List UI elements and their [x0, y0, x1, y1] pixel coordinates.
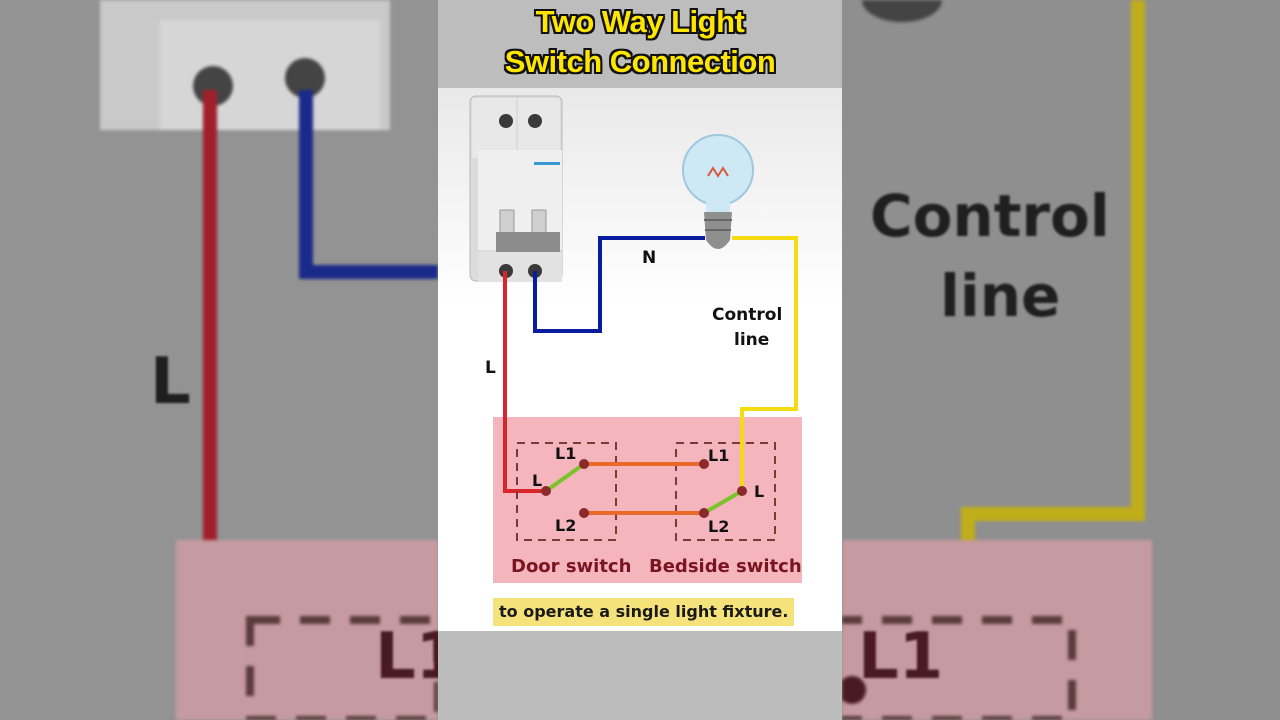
title-bar: Two Way Light Switch Connection [438, 0, 842, 88]
bedside-switch-l2-label: L2 [708, 517, 730, 536]
bottom-bar [438, 631, 842, 720]
door-switch-contact-l1 [579, 459, 589, 469]
video-panel: Two Way Light Switch Connection [438, 0, 842, 720]
light-bulb-icon [682, 134, 754, 249]
background-control-label-2: line [940, 262, 1061, 330]
background-l1-left: L1 [375, 620, 438, 694]
neutral-wire [533, 236, 705, 333]
door-switch-contact-l2 [579, 508, 589, 518]
bedside-switch-l1-label: L1 [708, 446, 730, 465]
control-line-label-1: Control [712, 305, 783, 325]
background-right-graphic [842, 0, 1152, 720]
switch-box [493, 417, 802, 583]
background-left-zoom: L L1 [0, 0, 438, 720]
bedside-switch-contact-l1 [699, 459, 709, 469]
background-left-graphic [100, 0, 438, 720]
door-switch-lever [544, 462, 586, 493]
door-switch-l-label: L [532, 471, 543, 490]
door-switch-outline [516, 442, 617, 541]
bedside-switch-contact-l2 [699, 508, 709, 518]
bedside-switch-outline [675, 442, 776, 541]
background-control-label-1: Control [870, 182, 1110, 250]
door-switch-label: Door switch [511, 556, 632, 577]
door-switch-l1-label: L1 [555, 444, 577, 463]
circuit-breaker-icon [469, 95, 563, 282]
subtitle-caption: to operate a single light fixture. [493, 598, 795, 626]
title-line-1: Two Way Light [535, 4, 745, 39]
door-switch-l2-label: L2 [555, 516, 577, 535]
wiring-diagram-graphic [469, 95, 802, 583]
background-l1-right: L1 [858, 620, 944, 694]
neutral-label: N [642, 248, 657, 268]
background-right-zoom: Control line L1 [842, 0, 1280, 720]
background-live-label: L [150, 345, 191, 419]
control-wire [732, 236, 798, 488]
title-line-2: Switch Connection [504, 44, 776, 79]
live-wire [503, 271, 546, 493]
bedside-switch-label: Bedside switch [649, 556, 802, 577]
live-label: L [485, 358, 496, 378]
bedside-switch-lever [702, 489, 744, 515]
door-switch-contact-l [541, 486, 551, 496]
control-line-label-2: line [734, 330, 770, 350]
bedside-switch-contact-l [737, 486, 747, 496]
bedside-switch-l-label: L [754, 482, 765, 501]
